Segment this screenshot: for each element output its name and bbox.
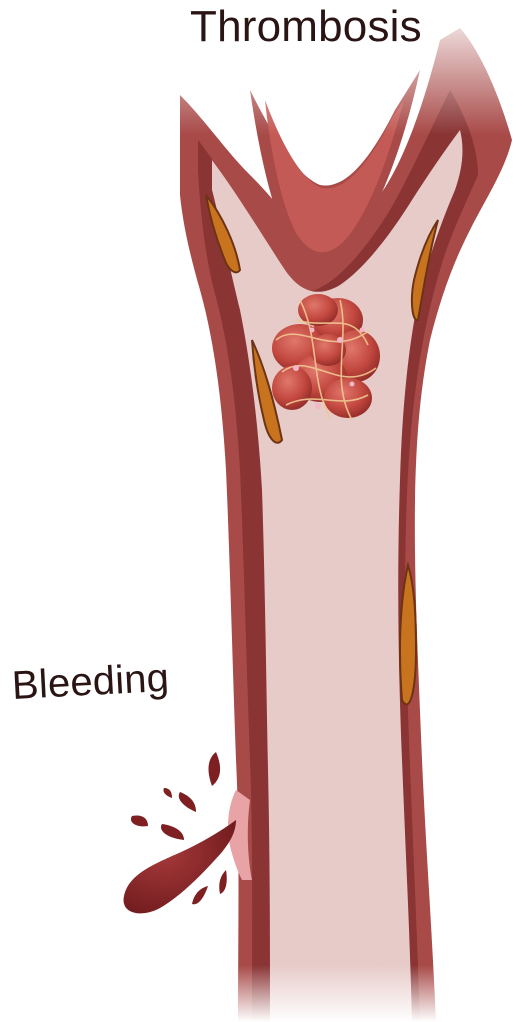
clot-cell <box>272 366 312 410</box>
vessel-fade-bottom <box>200 965 480 1022</box>
blood-drop <box>131 815 148 826</box>
blood-splash-illustration <box>124 752 252 913</box>
thrombosis-label: Thrombosis <box>190 2 422 52</box>
bleeding-label: Bleeding <box>11 656 170 709</box>
blood-drop <box>219 870 227 894</box>
blood-vessel <box>175 0 525 1022</box>
blood-drop <box>209 752 221 786</box>
blood-drop <box>161 824 184 840</box>
blood-drop <box>163 788 172 798</box>
blood-drop <box>192 886 208 904</box>
blood-drop <box>179 792 196 812</box>
